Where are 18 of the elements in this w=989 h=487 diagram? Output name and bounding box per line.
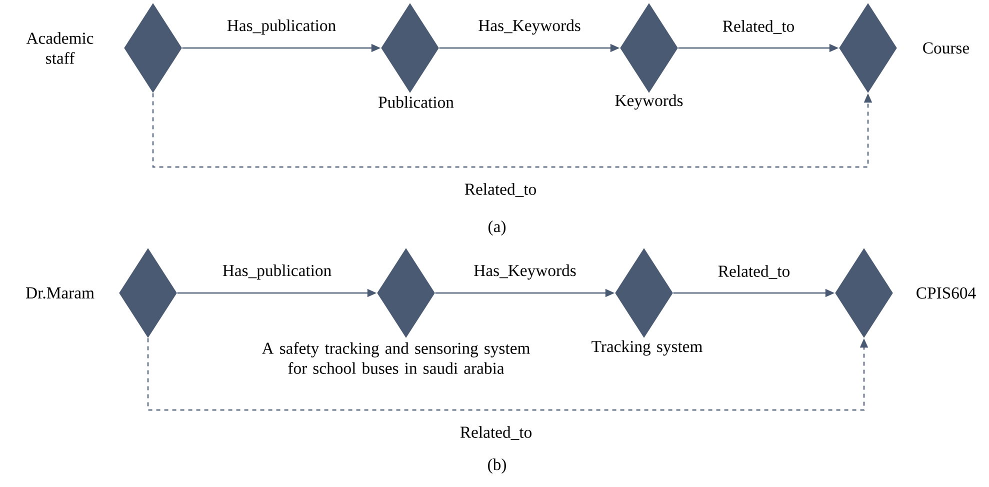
- edge-label: Has_Keywords: [476, 18, 582, 36]
- edge-label: Related_to: [463, 182, 538, 198]
- node-label: A safety tracking and sensoring system for school buses in saudi arabia: [262, 342, 530, 374]
- node-label: Keywords: [615, 94, 683, 110]
- edge-label: Has_publication: [226, 18, 338, 36]
- edge-label: Related_to: [721, 18, 796, 36]
- panel-caption: (a): [488, 220, 506, 236]
- edge-label: Has_Keywords: [472, 263, 578, 281]
- edge-label: Related_to: [716, 264, 792, 280]
- panel-caption: (b): [488, 458, 506, 474]
- node-label: Publication: [378, 96, 454, 108]
- node-label: Tracking system: [592, 340, 702, 356]
- node-label: CPIS604: [916, 287, 976, 299]
- node-label: Course: [923, 42, 970, 54]
- node-label: Academic staff: [26, 32, 94, 64]
- edge-label: Related_to: [458, 424, 534, 442]
- edge-label: Has_publication: [221, 263, 333, 281]
- node-label: Dr.Maram: [26, 287, 94, 299]
